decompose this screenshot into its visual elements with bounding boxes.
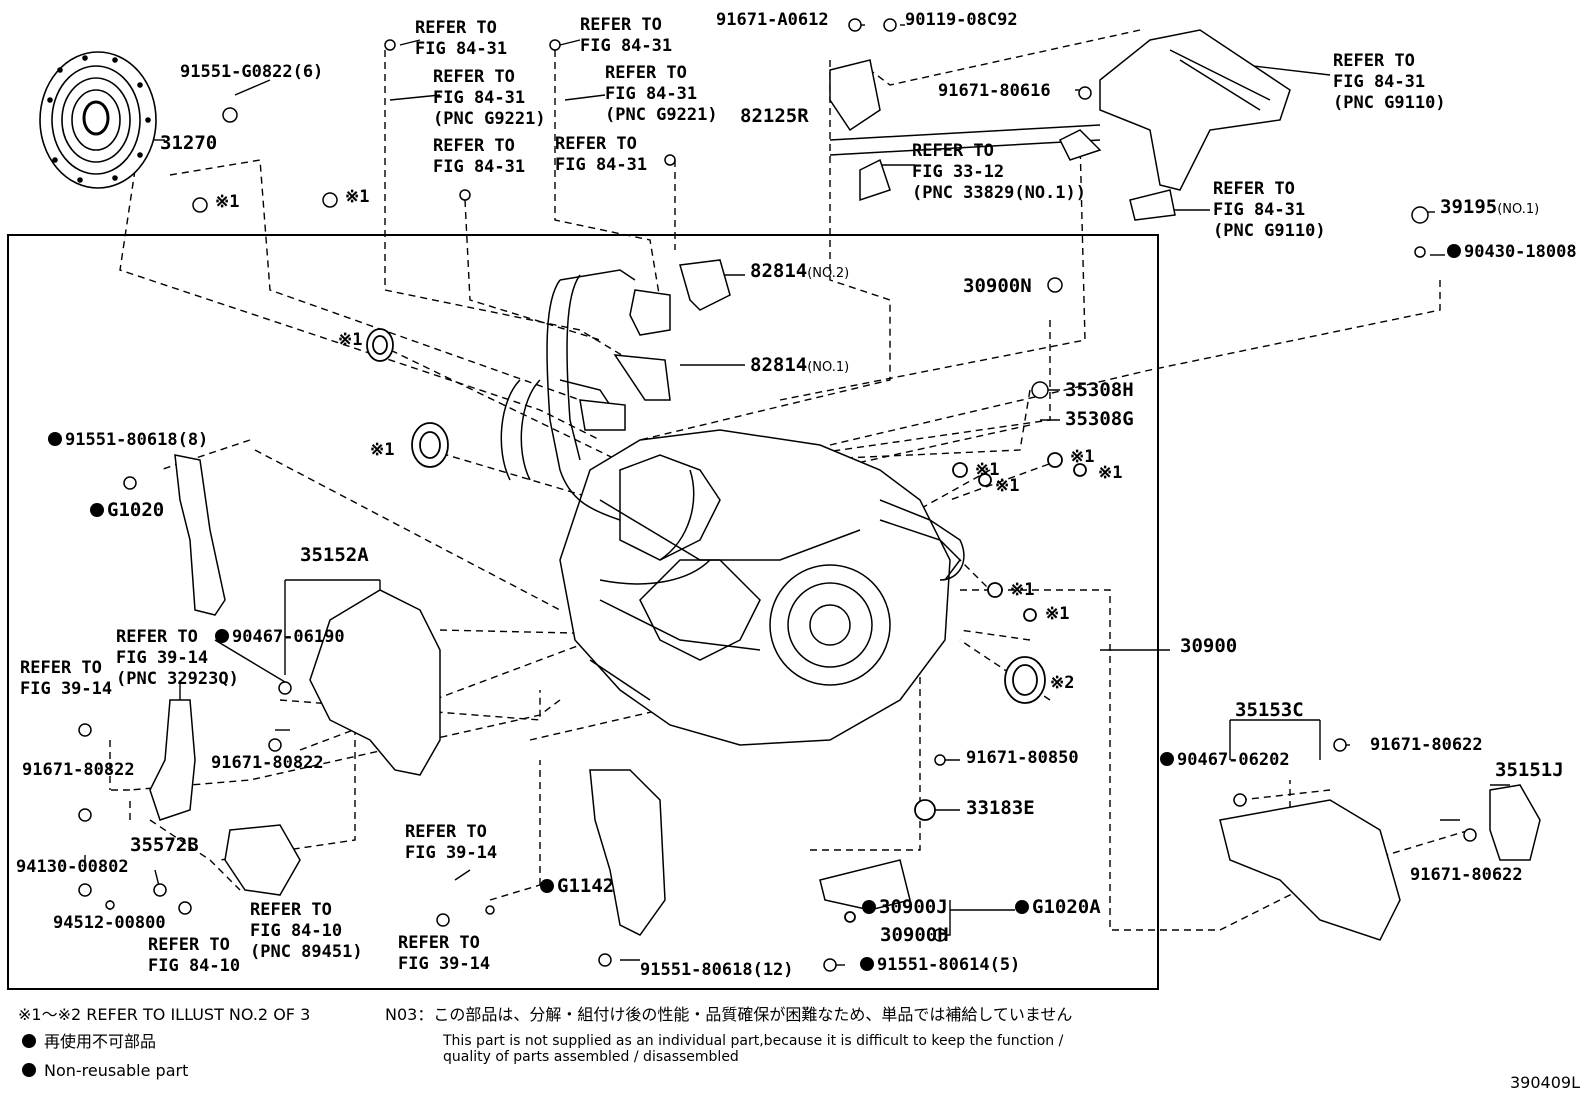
label-33183E: 33183E [966,797,1035,819]
label-91671-A0612: 91671-A0612 [716,10,829,30]
label-G1020: G1020 [90,500,164,521]
label-90467-06190: 90467-06190 [215,627,345,648]
diagram-code: 390409L [1510,1073,1580,1092]
transaxle-assembly-30900 [500,269,965,746]
label-mark1-b: ※1 [370,440,395,460]
label-mark1-a: ※1 [338,330,363,350]
label-94512-00800: 94512-00800 [53,913,166,933]
label-35308G: 35308G [1065,408,1134,430]
label-91671-80850: 91671-80850 [966,748,1079,768]
connectors [579,259,731,431]
note-n03-jp: N03：この部品は、分解・組付け後の性能・品質確保が困難なため、単品では補給して… [385,1005,1073,1024]
label-G1020A: G1020A [1015,897,1101,918]
label-mark1-e: ※1 [975,460,1000,480]
support-bracket [829,29,1291,221]
label-31270: 31270 [160,132,218,154]
legend-non-reusable-jp: 再使用不可部品 [22,1031,156,1053]
label-35308H: 35308H [1065,379,1134,401]
label-90467-06202: 90467-06202 [1160,750,1290,771]
label-30900H: 30900H [880,924,949,946]
bolts [78,18,1477,972]
label-35153C: 35153C [1235,699,1304,721]
label-35572B: 35572B [130,834,199,856]
label-G1142: G1142 [540,876,614,897]
label-mark1-j: ※1 [1045,604,1070,624]
label-82125R: 82125R [740,105,809,127]
label-91551-80618-8: 91551-80618(8) [48,430,208,451]
label-91671-80616: 91671-80616 [938,81,1051,101]
label-91671-80822-b: 91671-80822 [211,753,324,773]
label-mark1-d: ※1 [345,187,370,207]
label-mark1-f: ※1 [995,476,1020,496]
label-90430-18008: 90430-18008 [1447,242,1577,263]
main-frame [7,234,1159,990]
label-30900N: 30900N [963,275,1032,297]
label-94130-00802: 94130-00802 [16,857,129,877]
note-n03-en-line1: This part is not supplied as an individu… [443,1033,1064,1049]
label-mark1-h: ※1 [1098,463,1123,483]
label-82814-no2: 82814(NO.2) [750,260,850,282]
note-refer-illust: ※1～※2 REFER TO ILLUST NO.2 OF 3 [18,1005,311,1024]
label-30900: 30900 [1180,635,1238,657]
label-mark1-c: ※1 [215,192,240,212]
label-91671-80622-a: 91671-80622 [1370,735,1483,755]
label-90119-08C92: 90119-08C92 [905,10,1018,30]
flex-plate-31270 [39,51,157,189]
label-91551-80618-12: 91551-80618(12) [640,960,794,980]
label-91671-80622-b: 91671-80622 [1410,865,1523,885]
label-35152A: 35152A [300,544,369,566]
seals [366,328,1087,923]
label-mark2: ※2 [1050,673,1075,693]
label-35151J: 35151J [1495,759,1564,781]
label-mark1-i: ※1 [1010,580,1035,600]
label-39195: 39195(NO.1) [1440,196,1540,218]
note-n03-en-line2: quality of parts assembled / disassemble… [443,1049,739,1065]
label-82814-no1: 82814(NO.1) [750,354,850,376]
label-91671-80822-a: 91671-80822 [22,760,135,780]
label-mark1-g: ※1 [1070,447,1095,467]
label-91551-G0822: 91551-G0822(6) [180,62,324,82]
legend-non-reusable-en: Non-reusable part [22,1060,188,1082]
label-30900J: 30900J [862,897,948,918]
label-91551-80614: 91551-80614(5) [860,955,1020,976]
